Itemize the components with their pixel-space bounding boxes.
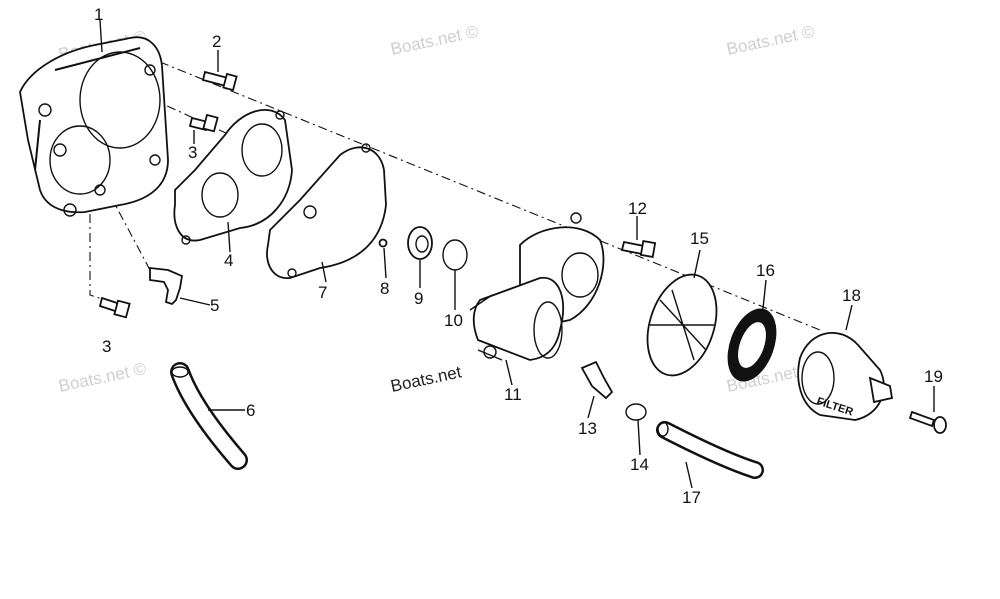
callout-3-upper: 3 xyxy=(188,143,197,162)
callout-11: 11 xyxy=(504,385,522,404)
part-7-diaphragm xyxy=(266,143,387,279)
callout-15: 15 xyxy=(690,229,709,248)
watermark-inline: Boats.net xyxy=(389,362,463,396)
part-17-hose xyxy=(656,421,764,479)
part-5-elbow-fitting xyxy=(149,266,184,306)
part-12-screw xyxy=(620,240,657,258)
watermark: Boats.net © xyxy=(725,22,817,59)
callout-16: 16 xyxy=(756,261,775,280)
axis-line xyxy=(89,195,121,306)
part-9-valve xyxy=(407,226,433,260)
part-10-o-ring xyxy=(442,239,468,271)
part-15-strainer xyxy=(646,273,718,377)
callout-17: 17 xyxy=(682,488,701,507)
part-8-screw xyxy=(378,238,388,248)
callout-7: 7 xyxy=(318,283,327,302)
part-14-clamp xyxy=(625,403,647,421)
part-19-bolt xyxy=(908,410,947,434)
part-6-hose xyxy=(170,362,248,470)
callout-9: 9 xyxy=(414,289,423,308)
part-3-screw-upper xyxy=(188,113,219,133)
part-18-filter: FILTER xyxy=(797,331,894,421)
part-1-pump-body xyxy=(19,36,169,217)
part-16-seal-ring xyxy=(727,308,777,382)
axis-line xyxy=(109,194,151,271)
watermark: Boats.net © xyxy=(389,22,481,59)
callout-2: 2 xyxy=(212,32,221,51)
callout-8: 8 xyxy=(380,279,389,298)
callout-6: 6 xyxy=(246,401,255,420)
part-13-fitting xyxy=(580,360,614,400)
callout-14: 14 xyxy=(630,455,649,474)
callout-4: 4 xyxy=(224,251,233,270)
part-11-housing xyxy=(469,212,605,361)
callout-5: 5 xyxy=(210,296,219,315)
callout-12: 12 xyxy=(628,199,647,218)
part-2-bolt xyxy=(201,70,238,92)
part-4-gasket xyxy=(173,109,293,245)
callout-18: 18 xyxy=(842,286,861,305)
callout-3-lower: 3 xyxy=(102,337,111,356)
watermark: Boats.net © xyxy=(57,359,149,396)
callout-1: 1 xyxy=(94,5,103,24)
leader-lines xyxy=(99,19,935,489)
callout-13: 13 xyxy=(578,419,597,438)
part-3-screw-lower xyxy=(98,296,131,319)
callout-19: 19 xyxy=(924,367,943,386)
callout-10: 10 xyxy=(444,311,463,330)
